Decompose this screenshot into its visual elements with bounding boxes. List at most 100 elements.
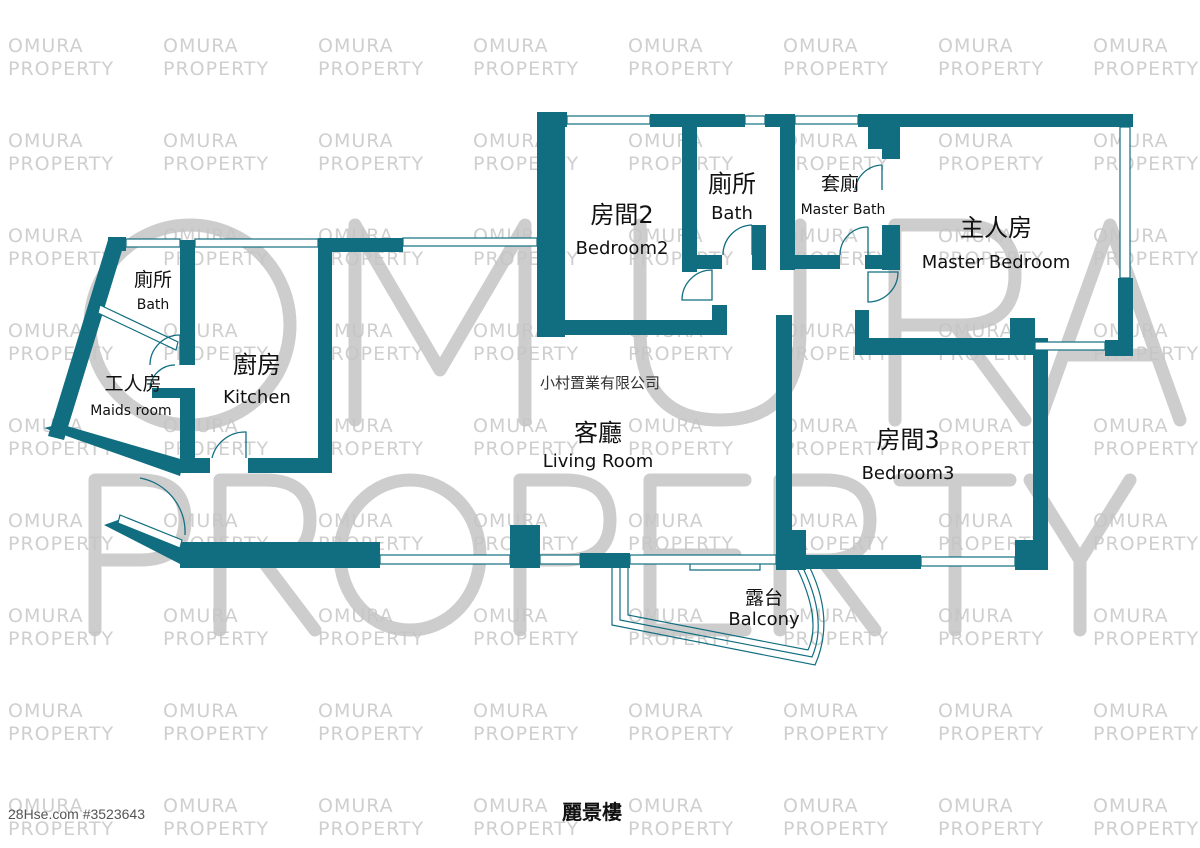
watermark-text: OMURA — [473, 35, 549, 57]
building-name: 麗景樓 — [562, 800, 622, 824]
maids-room-en: Maids room — [90, 403, 171, 419]
watermark-text: PROPERTY — [8, 58, 114, 80]
watermark-text: OMURA — [938, 700, 1014, 722]
watermark-text: OMURA — [163, 35, 239, 57]
master-bath-en: Master Bath — [801, 202, 886, 218]
watermark-text: OMURA — [628, 510, 704, 532]
watermark-text: PROPERTY — [938, 628, 1044, 650]
watermark-text: PROPERTY — [1093, 58, 1199, 80]
watermark-text: OMURA — [783, 35, 859, 57]
watermark-text: OMURA — [8, 320, 84, 342]
watermark-text: OMURA — [783, 605, 859, 627]
watermark-text: OMURA — [8, 35, 84, 57]
watermark-text: OMURA — [318, 130, 394, 152]
watermark-text: OMURA — [783, 415, 859, 437]
living-room-en: Living Room — [543, 451, 654, 472]
bath-top-en: Bath — [711, 203, 753, 224]
watermark-text: PROPERTY — [8, 723, 114, 745]
watermark-text: OMURA — [8, 510, 84, 532]
watermark-text: PROPERTY — [8, 438, 114, 460]
master-bath-cn: 套廁 — [821, 172, 859, 195]
watermark-text: PROPERTY — [783, 818, 889, 840]
watermark-text: PROPERTY — [628, 818, 734, 840]
living-room-cn: 客廳 — [574, 419, 622, 447]
watermark-text: OMURA — [1093, 795, 1169, 817]
watermark-text: OMURA — [163, 700, 239, 722]
watermark-text: PROPERTY — [473, 818, 579, 840]
watermark-text: OMURA — [1093, 415, 1169, 437]
watermark-text: PROPERTY — [163, 58, 269, 80]
watermark-text: PROPERTY — [163, 628, 269, 650]
watermark-text: PROPERTY — [163, 723, 269, 745]
kitchen-en: Kitchen — [223, 387, 291, 408]
bedroom2-en: Bedroom2 — [576, 238, 669, 259]
bath-left-en: Bath — [137, 297, 170, 313]
watermark-text: PROPERTY — [318, 818, 424, 840]
watermark-text: OMURA — [783, 700, 859, 722]
watermark-text: OMURA — [163, 130, 239, 152]
maids-room-cn: 工人房 — [104, 373, 161, 395]
watermark-text: PROPERTY — [1093, 723, 1199, 745]
watermark-text: PROPERTY — [1093, 818, 1199, 840]
watermark-text: PROPERTY — [938, 153, 1044, 175]
watermark-text: OMURA — [783, 795, 859, 817]
watermark-text: PROPERTY — [628, 58, 734, 80]
watermark-text: OMURA — [473, 415, 549, 437]
windows — [97, 115, 1131, 567]
watermark-text: PROPERTY — [628, 153, 734, 175]
watermark-text: OMURA — [938, 35, 1014, 57]
master-bedroom-cn: 主人房 — [960, 214, 1032, 242]
watermark-text: OMURA — [628, 700, 704, 722]
watermark-text: PROPERTY — [938, 58, 1044, 80]
watermark-text: PROPERTY — [1093, 533, 1199, 555]
bath-left-cn: 廁所 — [134, 268, 172, 291]
watermark-text: PROPERTY — [318, 723, 424, 745]
watermark-text: PROPERTY — [938, 438, 1044, 460]
watermark-text: PROPERTY — [783, 58, 889, 80]
watermark-text: PROPERTY — [318, 438, 424, 460]
room-labels: 房間2 Bedroom2 廁所 Bath 套廁 Master Bath 主人房 … — [90, 170, 1070, 630]
watermark-text: OMURA — [163, 795, 239, 817]
bedroom3-cn: 房間3 — [876, 426, 939, 454]
watermark-text: OMURA — [318, 700, 394, 722]
watermark-text: PROPERTY — [628, 438, 734, 460]
watermark-text: OMURA — [163, 605, 239, 627]
watermark-text: OMURA — [628, 795, 704, 817]
watermark-text: OMURA — [1093, 130, 1169, 152]
watermark-text: OMURA — [8, 795, 84, 817]
watermark-text: PROPERTY — [783, 153, 889, 175]
bath-top-cn: 廁所 — [708, 170, 756, 198]
watermark-text: OMURA — [8, 700, 84, 722]
watermark-text: PROPERTY — [473, 628, 579, 650]
watermark-text: PROPERTY — [8, 533, 114, 555]
watermark-text: OMURA — [163, 320, 239, 342]
watermark-text: PROPERTY — [318, 153, 424, 175]
watermark-text: PROPERTY — [628, 723, 734, 745]
master-bedroom-en: Master Bedroom — [922, 252, 1071, 273]
kitchen-cn: 廚房 — [233, 351, 281, 379]
watermark-text: PROPERTY — [318, 58, 424, 80]
watermark-text: PROPERTY — [783, 438, 889, 460]
watermark-text: PROPERTY — [163, 818, 269, 840]
watermark-text: PROPERTY — [1093, 438, 1199, 460]
watermark-text: PROPERTY — [8, 818, 114, 840]
watermark-text: OMURA — [628, 35, 704, 57]
watermark-text: OMURA — [8, 605, 84, 627]
walls — [44, 112, 1133, 570]
watermark-text: PROPERTY — [783, 628, 889, 650]
watermark-text: OMURA — [318, 35, 394, 57]
bedroom2-cn: 房間2 — [590, 201, 653, 229]
watermark-text: PROPERTY — [1093, 628, 1199, 650]
watermark-text: PROPERTY — [1093, 248, 1199, 270]
watermark-text: PROPERTY — [8, 248, 114, 270]
watermark-text: PROPERTY — [8, 153, 114, 175]
watermark-text: PROPERTY — [473, 723, 579, 745]
watermark-text: OMURA — [1093, 700, 1169, 722]
watermark-text: OMURA — [473, 130, 549, 152]
bedroom3-en: Bedroom3 — [862, 463, 955, 484]
watermark-text: PROPERTY — [938, 723, 1044, 745]
watermark-text: OMURA — [473, 700, 549, 722]
watermark-text: PROPERTY — [473, 438, 579, 460]
watermark-text: PROPERTY — [1093, 153, 1199, 175]
